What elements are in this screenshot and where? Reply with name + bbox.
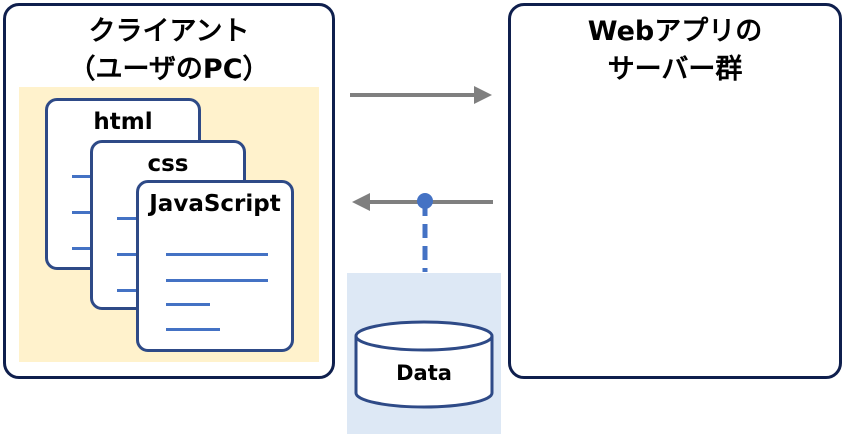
request-arrow xyxy=(350,86,492,104)
text-line xyxy=(166,303,210,306)
text-line xyxy=(166,279,268,282)
database-cylinder: Data xyxy=(354,320,494,409)
data-connector xyxy=(417,193,433,272)
database-label: Data xyxy=(396,361,452,385)
server-title-line1: Webアプリの xyxy=(587,16,763,47)
css-label: css xyxy=(147,151,189,177)
server-title-line2: サーバー群 xyxy=(607,54,743,85)
client-title-line1: クライアント xyxy=(88,16,250,47)
javascript-label: JavaScript xyxy=(149,191,281,217)
html-label: html xyxy=(93,109,153,135)
client-title-line2: （ユーザのPC） xyxy=(68,54,270,85)
text-line xyxy=(166,253,268,256)
server-box: Webアプリの サーバー群 xyxy=(508,3,842,379)
javascript-document: JavaScript xyxy=(136,180,294,352)
text-line xyxy=(166,328,220,331)
